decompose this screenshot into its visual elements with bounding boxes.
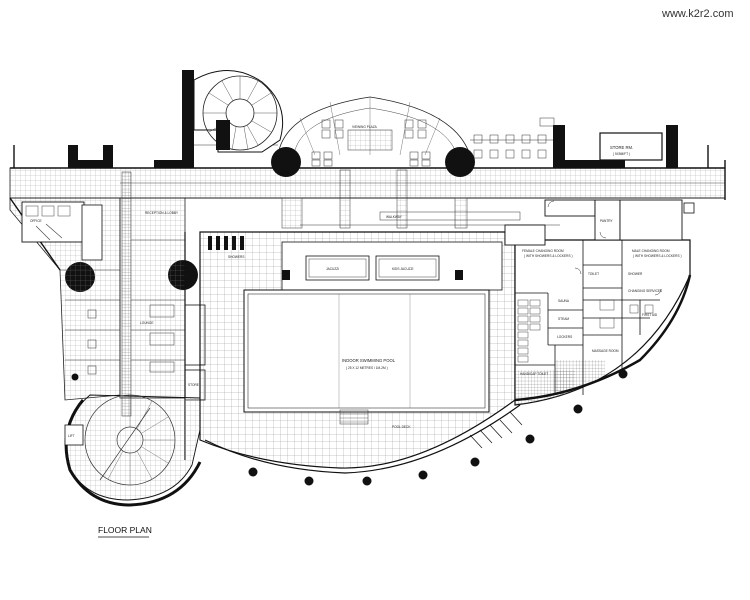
column [271,147,301,177]
store-room-sub: ( 5X5M/FT ) [613,152,630,156]
male-changing-label: MALE CHANGING ROOM [632,249,670,253]
cafe-dome-area: VIEWING PLAZA [277,96,555,167]
female-changing-sub: ( WITH SHOWERS & LOCKERS ) [524,254,573,258]
main-corridor [9,167,726,199]
top-walls [13,70,726,200]
store-room-label: STORE RM. [610,145,633,150]
office-label: OFFICE [30,219,42,223]
walkways: WALKWAY [281,169,560,229]
sauna-label: SAUNA [558,299,570,303]
walkway-label: WALKWAY [386,215,403,219]
male-changing-sub: ( WITH SHOWERS & LOCKERS ) [633,254,682,258]
lounge-label: LOUNGE [140,321,153,325]
right-wing: PANTRY FEMALE CHANGING ROOM ( WITH SHOWE… [504,199,695,406]
pool-sub-label: ( 25 X 12 METRES / 1M-2M ) [346,366,388,370]
handicap-label: HANDICAP TOILET [520,372,548,376]
massage-label: MASSAGE ROOM [592,349,619,353]
steam-label: STEAM [558,317,569,321]
lift-label: LIFT [68,434,75,438]
first-aid-label: FIRST AID [642,313,658,317]
kids-jacuzzi-label: KIDS JACUZZI [392,267,414,271]
store-room: STORE RM. ( 5X5M/FT ) [599,132,663,161]
spiral-stair-bottom: LIFT [64,373,202,507]
pool-deck-label: POOL DECK [392,425,411,429]
viewing-plaza-label: VIEWING PLAZA [352,125,378,129]
pool-hall: JACUZZI KIDS JACUZZI SHOWERS INDOOR SWIM… [199,231,523,474]
watermark-text: www.k2r2.com [661,8,734,20]
plan-title-text: FLOOR PLAN [98,525,152,535]
column [71,373,79,381]
pantry-label: PANTRY [600,219,614,223]
jacuzzi-label: JACUZZI [326,267,339,271]
toilet-label: TOILET [588,272,599,276]
spiral-stair-top [193,70,284,153]
plan-title: FLOOR PLAN [98,525,152,538]
lockers-label: LOCKERS [557,335,572,339]
female-changing-label: FEMALE CHANGING ROOM [522,249,564,253]
changing-services-label: CHANGING SERVICES [628,289,662,293]
left-wing: RECEPTION & LOBBY OFFICE [9,171,206,460]
showers-label: SHOWERS [228,255,244,259]
pool-label: INDOOR SWIMMING POOL [342,358,396,363]
column [445,147,475,177]
perimeter-columns [248,369,628,486]
reception-label: RECEPTION & LOBBY [145,211,179,215]
shower-label: SHOWER [628,272,643,276]
store-small-label: STORE [188,383,199,387]
